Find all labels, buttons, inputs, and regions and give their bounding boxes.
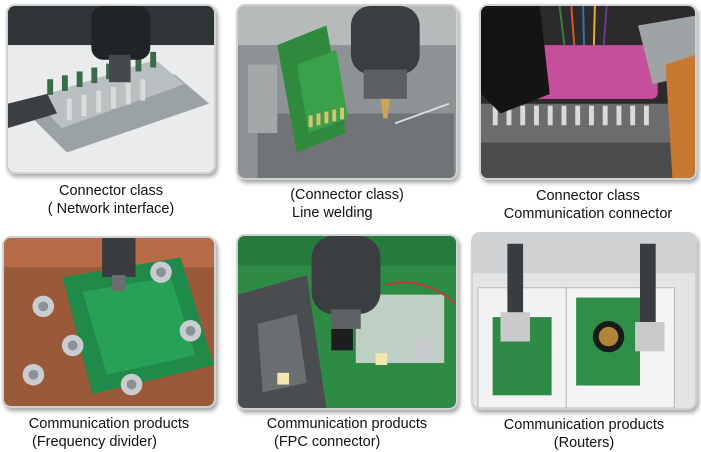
caption-line2: (Frequency divider) xyxy=(32,434,157,450)
tile-routers: Communication products (Routers) xyxy=(471,232,697,451)
caption-line2: Communication connector xyxy=(503,206,673,222)
tile-line-welding: (Connector class) Line welding xyxy=(236,4,458,226)
caption-line1: Communication products xyxy=(266,416,428,432)
caption-line-welding: (Connector class) Line welding xyxy=(236,186,458,222)
caption-line1: Communication products xyxy=(503,417,665,433)
caption-line1: Connector class xyxy=(59,183,163,199)
caption-line2: ( Network interface) xyxy=(47,201,175,217)
caption-routers: Communication products (Routers) xyxy=(466,416,701,452)
caption-network-interface: Connector class ( Network interface) xyxy=(6,182,216,218)
tile-frequency-divider: Communication products (Frequency divide… xyxy=(2,236,216,451)
photo-frequency-divider xyxy=(2,236,216,408)
caption-line1: Connector class xyxy=(536,188,640,204)
tile-fpc-connector: Communication products (FPC connector) xyxy=(236,234,458,451)
tile-network-interface: Connector class ( Network interface) xyxy=(6,4,216,226)
photo-network-interface xyxy=(6,4,216,174)
caption-frequency-divider: Communication products (Frequency divide… xyxy=(2,415,216,451)
caption-fpc-connector: Communication products (FPC connector) xyxy=(236,415,458,451)
caption-line1: Communication products xyxy=(28,416,190,432)
caption-line2: (FPC connector) xyxy=(274,434,381,450)
caption-line1: (Connector class) xyxy=(290,187,404,203)
caption-line2: Line welding xyxy=(292,205,373,221)
photo-line-welding xyxy=(236,4,458,180)
caption-line2: (Routers) xyxy=(553,435,615,451)
photo-fpc-connector xyxy=(236,234,458,410)
caption-communication-connector: Connector class Communication connector xyxy=(469,187,701,223)
photo-routers xyxy=(471,232,697,410)
tile-communication-connector: Connector class Communication connector xyxy=(479,4,697,226)
photo-communication-connector xyxy=(479,4,697,180)
